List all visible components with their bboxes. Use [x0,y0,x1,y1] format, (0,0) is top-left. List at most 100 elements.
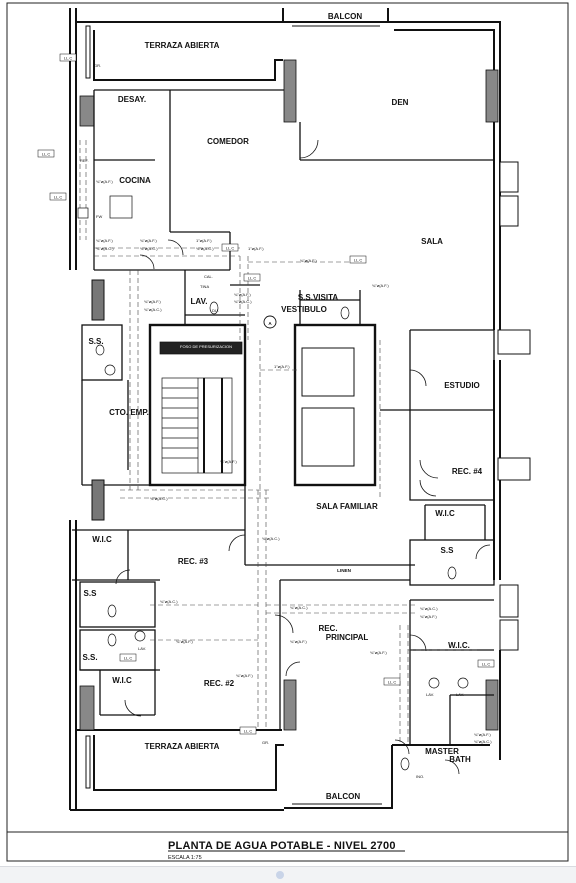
room-label-comedor: COMEDOR [207,137,249,146]
room-label-estudio: ESTUDIO [444,381,480,390]
tag-tina: TINA [200,284,209,289]
tag-ac: ¾"ø(A.C.) [262,536,280,541]
tag-fw: FW [96,214,102,219]
room-label-desay: DESAY. [118,95,146,104]
room-label-rec4: REC. #4 [452,467,483,476]
tag-ac: ¾"ø(A.C.) [96,246,114,251]
tag-llc: LL.C [354,258,363,263]
tag-af: ¾"ø(A.F.) [176,639,193,644]
room-labels: BALCON TERRAZA ABIERTA DESAY. DEN COMEDO… [82,12,482,801]
page-indicator-icon [276,871,284,879]
tag-llc: LL.C [482,662,491,667]
tag-ac: ¾"ø(A.C.) [196,246,214,251]
room-label-cocina: COCINA [119,176,151,185]
tag-af: ¾"ø(A.F.) [372,283,389,288]
sheet-border [6,2,569,862]
tag-af: ¾"ø(A.F.) [474,732,491,737]
tag-af: ¾"ø(A.F.) [290,639,307,644]
tag-ac: ¾"ø(A.C.) [290,605,308,610]
water-pipes [79,140,480,745]
tag-ac: ¾"ø(A.C.) [420,606,438,611]
tag-af: ¾"ø(A.F.) [220,459,237,464]
pipe-annotations: LL.C GR. LL.C REF. LL.C ¾"ø(A.F.) FW ¾"ø… [37,53,495,779]
tag-af: ¾"ø(A.F.) [420,614,437,619]
tag-af: ¾"ø(A.F.) [140,238,157,243]
tag-af-1: 1"ø(A.F.) [274,364,290,369]
tag-af: ¾"ø(A.F.) [370,650,387,655]
balcony-rails [85,25,382,805]
tag-ac: ¾"ø(A.C.) [234,299,252,304]
room-label-ss-left2: S.S. [82,653,97,662]
tag-lav: LAV. [138,646,146,651]
tag-llc: LL.C [42,152,51,157]
tag-af: ¾"ø(A.F.) [300,258,317,263]
window-blocks [91,161,531,651]
elevators [301,347,355,467]
room-label-linen: LINEN [337,568,351,573]
tag-foso: FOSO DE PRESURIZACION [180,344,232,349]
room-label-ss-visita: S.S.VISITA [298,293,339,302]
room-label-den: DEN [392,98,409,107]
tag-ac: ¾"ø(A.C.) [144,307,162,312]
viewer-bottom-strip [0,866,576,883]
interior-walls [72,89,495,745]
tag-ac: ¾"ø(A.C.) [140,246,158,251]
tag-ac: ¾"ø(A.C.) [150,496,168,501]
room-label-cto-emp: CTO. EMP. [109,408,149,417]
room-label-ss-left1: S.S [84,589,98,598]
tag-af-1: 1"ø(A.F.) [248,246,264,251]
tag-ac: ¾"ø(A.C.) [160,599,178,604]
hatched-columns [79,59,499,731]
drawing-scale: ESCALA 1:75 [168,855,202,861]
stair [159,341,243,474]
room-label-terraza-bottom: TERRAZA ABIERTA [145,742,220,751]
tag-af: ¾"ø(A.F.) [144,299,161,304]
tag-af: ¾"ø(A.F.) [236,673,253,678]
tag-ac: ¾"ø(A.C.) [474,739,492,744]
door-swings [115,139,491,775]
tag-lav: LAV. [456,692,464,697]
room-label-ss-right: S.S [441,546,455,555]
tag-gr: GR. [94,63,101,68]
svg-text:A: A [268,321,272,326]
drawing-title: PLANTA DE AGUA POTABLE - NIVEL 2700 [168,840,396,852]
tag-ref: REF. [80,158,89,163]
tag-af-1: 1"ø(A.F.) [196,238,212,243]
tag-af: ¾"ø(A.F.) [96,238,113,243]
room-label-master-bath-2: BATH [449,755,471,764]
room-label-rec2: REC. #2 [204,679,235,688]
tag-du: DU. [212,308,219,313]
tag-af: ¾"ø(A.F.) [96,179,113,184]
north-marker: A [263,315,277,329]
room-label-sala: SALA [421,237,443,246]
tag-llc: LL.C [124,656,133,661]
room-label-vestibulo: VESTIBULO [281,305,327,314]
room-label-rec-principal-2: PRINCIPAL [326,633,369,642]
room-label-balcon-bottom: BALCON [326,792,360,801]
tag-cal: CAL. [204,274,213,279]
room-label-sala-familiar: SALA FAMILIAR [316,502,378,511]
room-label-rec3: REC. #3 [178,557,209,566]
tag-llc: LL.C [388,680,397,685]
room-label-lav: LAV. [191,297,208,306]
tag-llc: LL.C [54,195,63,200]
tag-llc: LL.C [244,729,253,734]
room-label-rec-principal-1: REC. [318,624,337,633]
tag-llc: LL.C [64,56,73,61]
tag-af: ¾"ø(A.F.) [234,292,251,297]
room-label-wic-master: W.I.C. [448,641,470,650]
tag-lav: LAV. [426,692,434,697]
tag-llc: LL.C [226,246,235,251]
room-label-wic-left: W.I.C [92,535,112,544]
tag-llc: LL.C [248,276,257,281]
room-label-master-bath-1: MASTER [425,747,459,756]
plumbing-fixtures [77,195,469,771]
tag-gr: GR. [262,740,269,745]
room-label-terraza-top: TERRAZA ABIERTA [145,41,220,50]
tag-ino: INO. [416,774,424,779]
room-label-wic-bottom: W.I.C [112,676,132,685]
room-label-ss-emp: S.S. [88,337,103,346]
room-label-balcon-top: BALCON [328,12,362,21]
